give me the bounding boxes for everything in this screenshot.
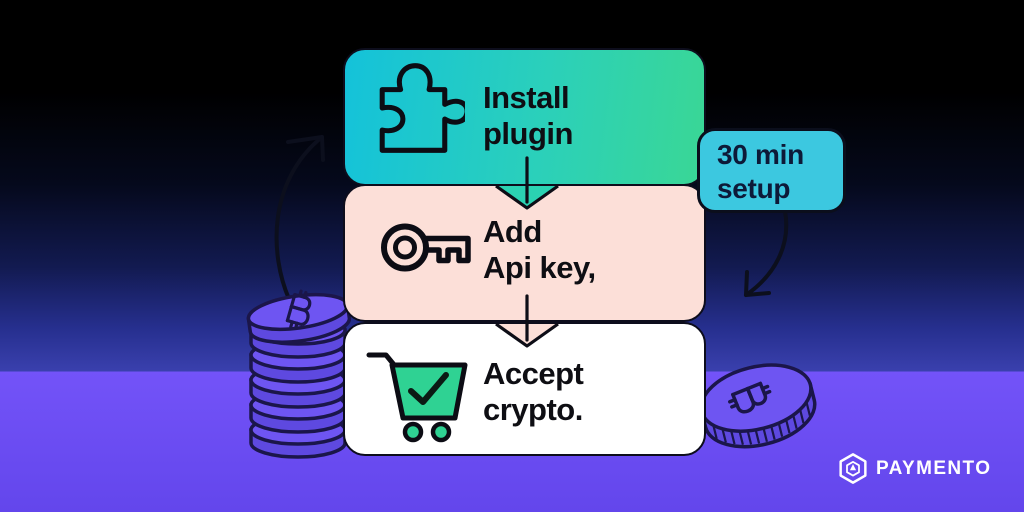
puzzle-icon (379, 63, 465, 153)
bitcoin-symbol (285, 289, 312, 330)
step-label: Add Api key, (483, 214, 596, 286)
bitcoin-coin-stack (246, 289, 352, 459)
badge-line2: setup (717, 173, 791, 204)
step-label: Install plugin (483, 80, 573, 152)
connector-arrow-down-icon (495, 156, 559, 210)
badge-line1: 30 min (717, 139, 804, 170)
bitcoin-symbol (728, 381, 772, 414)
step-label-line1: Install (483, 80, 570, 115)
paymento-logo: PAYMENTO (838, 452, 991, 485)
cart-icon (366, 352, 468, 443)
step-label-line1: Accept (483, 356, 584, 391)
curved-arrow-up-icon (274, 135, 325, 301)
step-label-line1: Add (483, 214, 542, 249)
curved-arrow-down-icon (744, 209, 789, 297)
hexagon-logo-icon (839, 453, 867, 484)
step-label-line2: Api key, (483, 250, 596, 285)
logo-text: PAYMENTO (876, 457, 992, 479)
step-card-install-plugin: Install plugin (343, 48, 706, 186)
step-label-line2: plugin (483, 116, 573, 151)
connector-arrow-down-icon (495, 294, 559, 348)
bitcoin-coin (699, 363, 817, 449)
key-icon (381, 223, 471, 272)
setup-time-badge: 30 min setup (697, 128, 846, 213)
step-label-line2: crypto. (483, 392, 583, 427)
step-label: Accept crypto. (483, 356, 584, 428)
